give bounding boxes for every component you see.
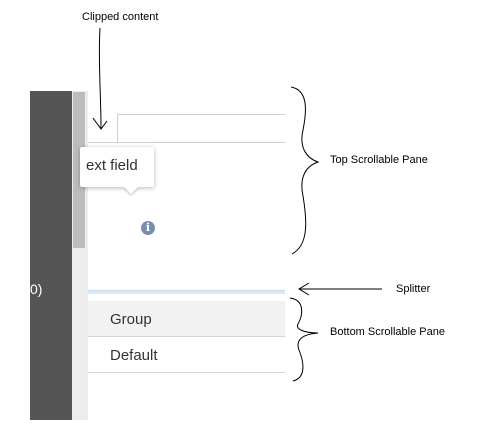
clipped-content-arrowhead	[92, 117, 108, 130]
list-item-label: Group	[110, 311, 152, 328]
info-icon[interactable]: i	[141, 221, 155, 235]
annotation-clipped-content: Clipped content	[82, 11, 159, 23]
splitter-arrowhead	[298, 282, 310, 296]
dark-side-panel	[30, 91, 72, 420]
tooltip-text: ext field	[86, 157, 138, 174]
text-field-border-bottom	[88, 142, 285, 143]
text-field-border-left	[117, 114, 118, 142]
clipped-content-arrow	[98, 27, 102, 129]
tooltip	[80, 147, 154, 187]
splitter[interactable]	[88, 290, 285, 294]
bottom-pane-brace	[289, 297, 319, 382]
text-field-border-top	[117, 114, 285, 115]
list-item-default[interactable]: Default	[88, 337, 285, 373]
top-scrollable-pane[interactable]	[88, 91, 284, 287]
side-panel-text: 0)	[30, 281, 43, 297]
annotation-bottom-pane: Bottom Scrollable Pane	[330, 326, 445, 338]
annotation-top-pane: Top Scrollable Pane	[330, 154, 428, 166]
top-pane-brace	[290, 86, 320, 255]
tooltip-arrow	[123, 186, 139, 194]
scrollbar-thumb[interactable]	[73, 92, 85, 248]
annotation-splitter: Splitter	[396, 283, 431, 295]
list-item-group[interactable]: Group	[88, 301, 285, 337]
list-item-label: Default	[110, 347, 158, 364]
